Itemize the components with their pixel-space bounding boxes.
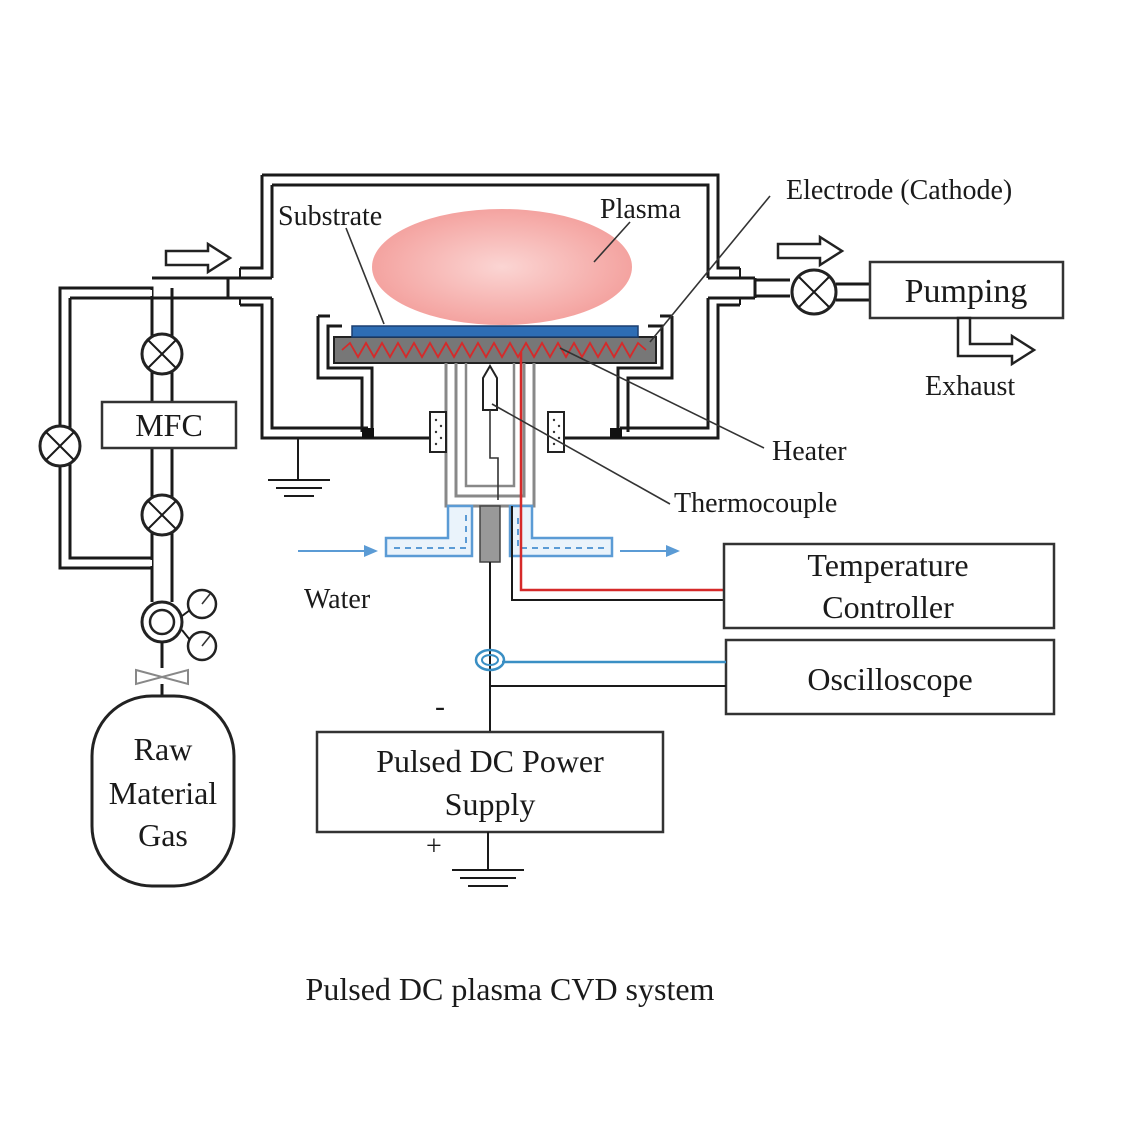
temperature-controller-box: Temperature Controller [722, 542, 1056, 630]
valve-pump [790, 268, 838, 316]
electrode-leader [649, 195, 771, 343]
power-supply-ground-symbol [452, 832, 524, 887]
plasma-label: Plasma [600, 194, 681, 225]
thermocouple-red-wire [519, 352, 724, 592]
mfc-box: MFC [100, 400, 238, 450]
gas-inlet-arrow [164, 241, 233, 275]
valve-bypass [38, 424, 82, 468]
gas-regulator [135, 588, 218, 698]
gas-label-line3: Gas [138, 817, 188, 853]
oscilloscope-box: Oscilloscope [724, 638, 1056, 716]
plasma-leader [593, 221, 631, 263]
water-label: Water [304, 584, 371, 615]
heater-leader [559, 347, 765, 449]
temperature-controller-label-line1: Temperature [807, 547, 968, 583]
valve-top [140, 332, 184, 376]
substrate [351, 325, 639, 338]
vacuum-chamber [226, 173, 757, 440]
valve-bottom [140, 493, 184, 537]
power-supply-label-line2: Supply [445, 786, 536, 822]
pumping-label: Pumping [905, 273, 1028, 310]
figure-caption: Pulsed DC plasma CVD system [306, 971, 715, 1007]
thermocouple [482, 364, 499, 500]
gas-label-line1: Raw [134, 731, 193, 767]
gas-label-line2: Material [109, 775, 218, 811]
pump-outlet-arrow [776, 234, 845, 268]
electrode-label: Electrode (Cathode) [786, 175, 1012, 206]
exhaust-label: Exhaust [925, 371, 1015, 402]
mfc-label: MFC [135, 407, 203, 443]
plasma-region [372, 209, 632, 325]
heater-label: Heater [772, 436, 847, 467]
temperature-controller-label-line2: Controller [822, 589, 954, 625]
minus-sign: - [435, 690, 445, 723]
heater-block [333, 336, 657, 364]
exhaust-arrow [956, 316, 1037, 367]
thermocouple-leader [491, 403, 671, 505]
substrate-leader [345, 227, 385, 325]
thermocouple-label: Thermocouple [674, 488, 837, 519]
oscilloscope-label: Oscilloscope [807, 661, 972, 697]
power-supply-box: Pulsed DC Power Supply [315, 730, 665, 834]
power-supply-label-line1: Pulsed DC Power [376, 743, 604, 779]
plus-sign: + [426, 831, 442, 862]
electrode-cathode [316, 314, 674, 438]
thermocouple-black-wire [511, 506, 724, 601]
heater-wire [341, 341, 647, 359]
substrate-label: Substrate [278, 201, 382, 232]
chamber-ground-symbol [268, 438, 330, 497]
electrode-stem [384, 363, 614, 563]
gas-cylinder: Raw Material Gas [90, 694, 236, 888]
pumping-box: Pumping [868, 260, 1065, 320]
current-probe [474, 648, 506, 672]
